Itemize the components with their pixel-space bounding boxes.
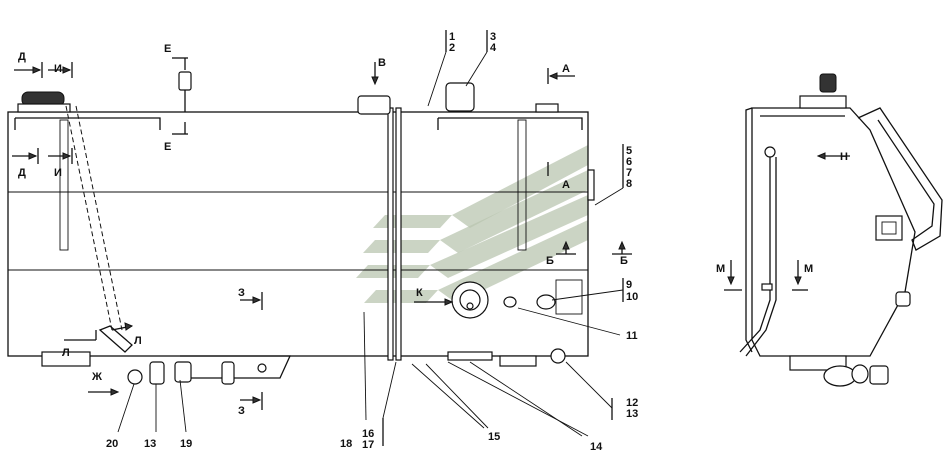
section-label-k: К [416,287,423,299]
section-label-z-top: З [238,287,245,299]
callout-8: 8 [626,178,632,190]
section-label-d-bottom: Д [18,167,26,179]
section-label-d-top: Д [18,51,26,63]
callout-7: 7 [626,167,632,179]
section-label-b-left: Б [546,255,554,267]
callout-16: 16 [362,428,374,440]
section-label-l-left: Л [62,347,70,359]
section-label-m-right: М [804,263,813,275]
callout-9: 9 [626,279,632,291]
callout-13-right: 13 [626,408,638,420]
section-arrows [12,57,850,410]
section-label-z-bottom: З [238,405,245,417]
part-callouts: 1 2 3 4 5 6 7 8 9 10 11 12 13 14 15 16 1… [106,31,638,453]
callout-4: 4 [490,42,497,54]
section-label-a-side: А [562,179,570,191]
section-label-n: Н [840,151,848,163]
callout-14: 14 [590,441,603,453]
section-label-e-bottom: Е [164,141,171,153]
callout-17: 17 [362,439,374,451]
callout-10: 10 [626,291,638,303]
section-label-zh: Ж [91,371,102,383]
callout-19: 19 [180,438,192,450]
callout-13-left: 13 [144,438,156,450]
section-label-i-bottom: И [54,167,62,179]
callout-11: 11 [626,330,638,342]
section-label-b-right: Б [620,255,628,267]
section-letters: Д И Д И Е Е В А А Б Б З З К Л Л Ж Н М М [18,43,848,417]
callout-20: 20 [106,438,118,450]
callout-1: 1 [449,31,455,43]
section-label-e-top: Е [164,43,171,55]
callout-15: 15 [488,431,500,443]
section-label-l-right: Л [134,335,142,347]
callout-18: 18 [340,438,352,450]
callout-6: 6 [626,156,632,168]
callout-2: 2 [449,42,455,54]
tank-front-view [7,71,595,385]
callout-5: 5 [626,145,632,157]
leader-lines [117,30,624,446]
tank-side-view [739,73,943,387]
section-label-v: В [378,57,386,69]
section-label-m-left: М [716,263,725,275]
section-label-i-top: И [54,63,62,75]
section-label-a-top: А [562,63,570,75]
callout-3: 3 [490,31,496,43]
callout-12: 12 [626,397,638,409]
